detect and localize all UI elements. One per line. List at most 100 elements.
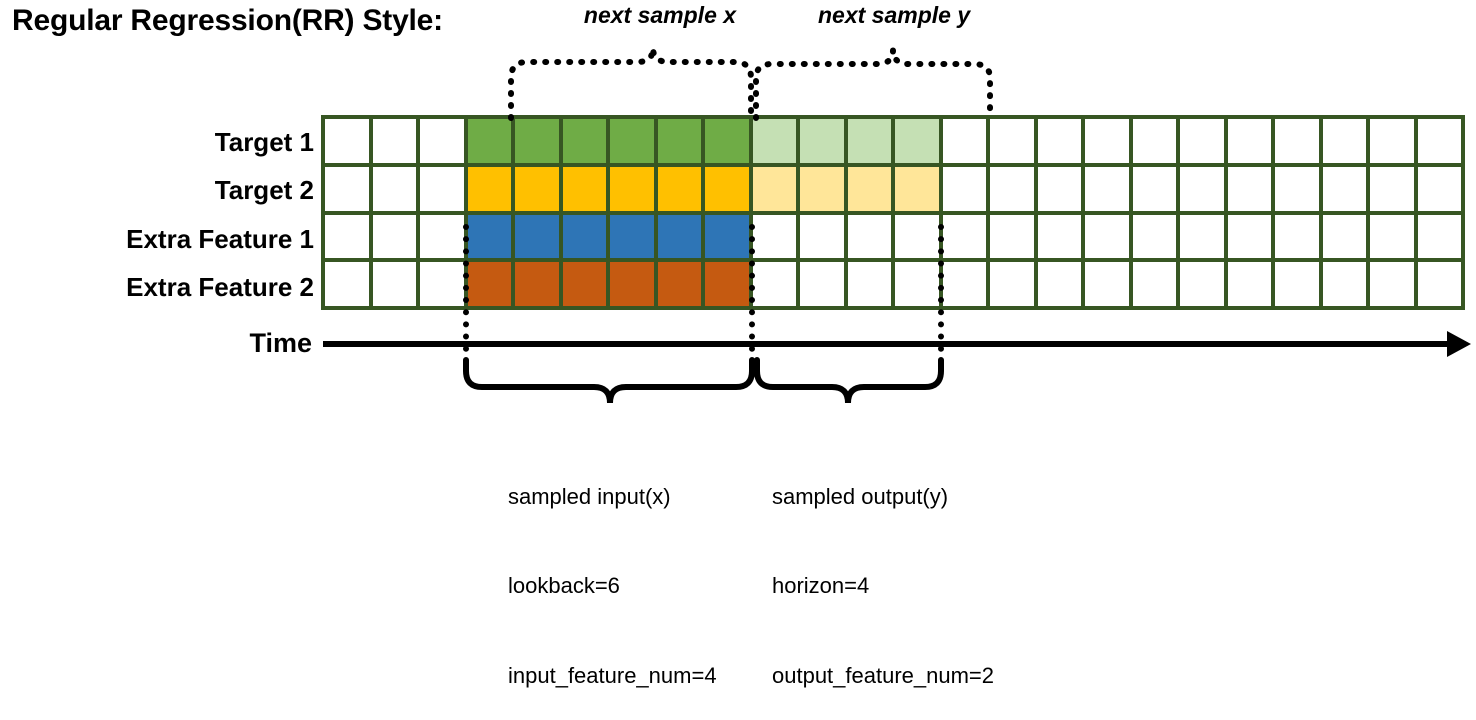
grid-cell-r1-c10-output xyxy=(800,166,844,211)
grid-cell-r1-c22-empty xyxy=(1370,166,1414,211)
grid-cell-r3-c0-empty xyxy=(325,262,369,306)
grid-cell-r1-c5-input xyxy=(562,166,606,211)
grid-cell-r2-c8-input xyxy=(705,214,749,259)
grid-cell-r3-c19-empty xyxy=(1227,262,1271,306)
grid-cell-r2-c23-empty xyxy=(1417,214,1461,259)
grid-cell-r0-c12-output xyxy=(895,119,939,163)
grid-cell-r1-c19-empty xyxy=(1227,166,1271,211)
row-label-target-2: Target 2 xyxy=(214,175,314,205)
grid-cell-r0-c13-empty xyxy=(942,119,986,163)
grid-cell-r1-c2-empty xyxy=(420,166,464,211)
grid-cell-r3-c4-input xyxy=(515,262,559,306)
grid-cell-r3-c11-empty xyxy=(847,262,891,306)
grid-cell-r1-c1-empty xyxy=(372,166,416,211)
grid-cell-r2-c4-input xyxy=(515,214,559,259)
grid-cell-r3-c8-input xyxy=(705,262,749,306)
row-label-extra-feature-1: Extra Feature 1 xyxy=(126,224,314,254)
grid-cell-r1-c21-empty xyxy=(1322,166,1366,211)
grid-cell-r3-c16-empty xyxy=(1085,262,1129,306)
grid-cell-r0-c5-input xyxy=(562,119,606,163)
grid-cell-r2-c7-input xyxy=(657,214,701,259)
grid-cell-r2-c9-empty xyxy=(752,214,796,259)
grid-cell-r0-c6-input xyxy=(610,119,654,163)
grid-cell-r3-c9-empty xyxy=(752,262,796,306)
grid-cell-r1-c20-empty xyxy=(1275,166,1319,211)
caption-output-title: sampled output(y) xyxy=(772,484,949,510)
grid-cell-r0-c20-empty xyxy=(1275,119,1319,163)
top-brace-group xyxy=(508,47,993,121)
caption-input-title: sampled input(x) xyxy=(508,484,671,510)
grid-cell-r0-c7-input xyxy=(657,119,701,163)
grid-cell-r3-c7-input xyxy=(657,262,701,306)
grid-cell-r2-c19-empty xyxy=(1227,214,1271,259)
guide-line-input-start xyxy=(463,224,469,364)
grid-cell-r3-c3-input xyxy=(467,262,511,306)
grid-cell-r0-c4-input xyxy=(515,119,559,163)
grid-cell-r0-c11-output xyxy=(847,119,891,163)
grid-cell-r3-c23-empty xyxy=(1417,262,1461,306)
grid-cell-r2-c11-empty xyxy=(847,214,891,259)
grid-cell-r3-c14-empty xyxy=(990,262,1034,306)
grid-cell-r1-c15-empty xyxy=(1037,166,1081,211)
timeseries-grid xyxy=(321,115,1465,310)
grid-cell-r1-c0-empty xyxy=(325,166,369,211)
grid-cell-r0-c8-input xyxy=(705,119,749,163)
grid-cell-r3-c22-empty xyxy=(1370,262,1414,306)
row-label-target-1: Target 1 xyxy=(214,127,314,157)
grid-cell-r3-c6-input xyxy=(610,262,654,306)
caption-output-horizon: horizon=4 xyxy=(772,573,870,599)
grid-cell-r2-c15-empty xyxy=(1037,214,1081,259)
caption-input-feature-num: input_feature_num=4 xyxy=(508,662,717,688)
grid-cell-r0-c15-empty xyxy=(1037,119,1081,163)
brace-next-sample-y xyxy=(753,49,993,121)
grid-cell-r0-c16-empty xyxy=(1085,119,1129,163)
grid-cell-r3-c17-empty xyxy=(1132,262,1176,306)
grid-cell-r1-c3-input xyxy=(467,166,511,211)
grid-cell-r3-c13-empty xyxy=(942,262,986,306)
grid-cell-r0-c19-empty xyxy=(1227,119,1271,163)
grid-cell-r1-c11-output xyxy=(847,166,891,211)
grid-cell-r3-c10-empty xyxy=(800,262,844,306)
grid-cell-r2-c13-empty xyxy=(942,214,986,259)
grid-cell-r3-c5-input xyxy=(562,262,606,306)
grid-cell-r0-c3-input xyxy=(467,119,511,163)
grid-cell-r2-c18-empty xyxy=(1180,214,1224,259)
time-axis-arrow-icon xyxy=(1447,331,1471,357)
grid-cell-r3-c18-empty xyxy=(1180,262,1224,306)
row-label-extra-feature-2: Extra Feature 2 xyxy=(126,272,314,302)
grid-cell-r0-c22-empty xyxy=(1370,119,1414,163)
grid-cell-r3-c21-empty xyxy=(1322,262,1366,306)
grid-cell-r1-c14-empty xyxy=(990,166,1034,211)
guide-line-input-end xyxy=(749,224,755,364)
grid-cell-r2-c6-input xyxy=(610,214,654,259)
bottom-brace-group xyxy=(463,357,944,404)
grid-cell-r2-c3-input xyxy=(467,214,511,259)
grid-cell-r1-c23-empty xyxy=(1417,166,1461,211)
page-title: Regular Regression(RR) Style: xyxy=(12,4,443,37)
grid-cell-r3-c2-empty xyxy=(420,262,464,306)
grid-cell-r0-c10-output xyxy=(800,119,844,163)
grid-cell-r3-c15-empty xyxy=(1037,262,1081,306)
top-brace-label-y: next sample y xyxy=(818,2,971,28)
grid-cell-r0-c9-output xyxy=(752,119,796,163)
brace-sampled-output xyxy=(754,357,944,404)
grid-cell-r2-c21-empty xyxy=(1322,214,1366,259)
grid-cell-r1-c7-input xyxy=(657,166,701,211)
brace-sampled-input xyxy=(463,357,755,404)
grid-cell-r1-c17-empty xyxy=(1132,166,1176,211)
grid-cell-r2-c12-empty xyxy=(895,214,939,259)
grid-cell-r1-c8-input xyxy=(705,166,749,211)
caption-sampled-input: sampled input(x) lookback=6 input_featur… xyxy=(508,423,717,720)
caption-input-lookback: lookback=6 xyxy=(508,573,620,599)
time-axis-line xyxy=(323,341,1453,347)
grid-cell-r2-c20-empty xyxy=(1275,214,1319,259)
grid-cell-r2-c17-empty xyxy=(1132,214,1176,259)
grid-cell-r0-c2-empty xyxy=(420,119,464,163)
grid-cell-r0-c18-empty xyxy=(1180,119,1224,163)
grid-cell-r3-c12-empty xyxy=(895,262,939,306)
grid-cell-r1-c12-output xyxy=(895,166,939,211)
grid-cell-r3-c1-empty xyxy=(372,262,416,306)
grid-cell-r0-c14-empty xyxy=(990,119,1034,163)
grid-cell-r2-c22-empty xyxy=(1370,214,1414,259)
top-brace-label-x: next sample x xyxy=(583,2,737,28)
